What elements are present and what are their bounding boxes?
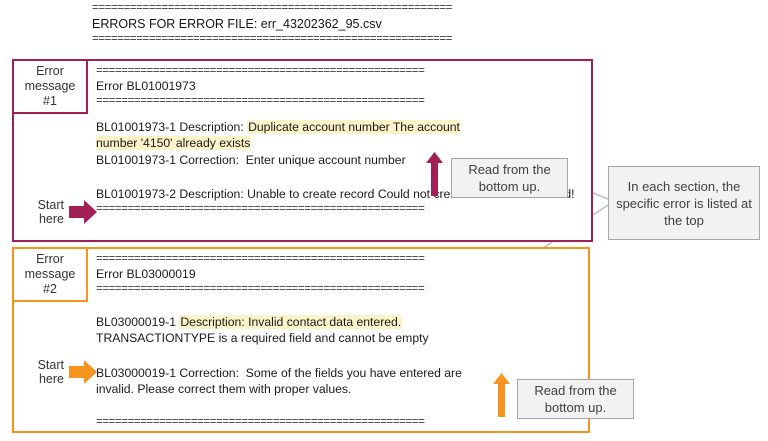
error-2-gap-3 bbox=[96, 398, 584, 409]
error-1-entry-2-prefix: BL01001973-2 Description: bbox=[96, 187, 244, 201]
error-message-box-2: ========================================… bbox=[12, 247, 590, 433]
error-2-rule-bottom: ========================================… bbox=[96, 415, 425, 428]
right-arrow-icon bbox=[69, 360, 97, 384]
error-1-label-line-1: Error bbox=[36, 64, 64, 78]
start-here-label-2: Start here bbox=[26, 358, 64, 386]
error-1-entry-1-text: Enter unique account number bbox=[245, 152, 406, 167]
error-2-entry-1: BL03000019-1 Correction: Some of the fie… bbox=[96, 365, 496, 398]
error-2-entry-0-continuation: TRANSACTIONTYPE is a required field and … bbox=[96, 331, 429, 345]
start-here-1-line-2: here bbox=[38, 212, 64, 226]
error-2-text-body: ========================================… bbox=[96, 253, 584, 429]
error-file-title: ERRORS FOR ERROR FILE: err_43202362_95.c… bbox=[92, 17, 382, 31]
error-1-entry-1: BL01001973-1 Correction: Enter unique ac… bbox=[96, 152, 587, 169]
error-2-gap-1 bbox=[96, 296, 584, 307]
right-arrow-icon bbox=[69, 200, 97, 224]
error-1-rule-bottom: ========================================… bbox=[96, 202, 425, 215]
error-2-entry-1-text: Some of the fields you have entered are … bbox=[96, 365, 462, 397]
error-message-box-1: ========================================… bbox=[12, 59, 593, 242]
up-arrow-icon bbox=[493, 373, 510, 417]
error-message-2-label: Error message #2 bbox=[12, 247, 88, 302]
error-2-label-line-2: message bbox=[24, 267, 76, 281]
start-here-group-1: Start here bbox=[26, 198, 97, 226]
header-rule-top: ========================================… bbox=[92, 2, 453, 14]
error-1-label-line-3: #1 bbox=[43, 94, 57, 108]
error-message-1-label: Error message #1 bbox=[12, 59, 88, 114]
start-here-2-line-2: here bbox=[38, 372, 64, 386]
error-2-entry-1-prefix: BL03000019-1 Correction: bbox=[96, 365, 239, 380]
error-2-label-line-1: Error bbox=[36, 252, 64, 266]
error-1-rule-top: ========================================… bbox=[96, 65, 425, 77]
read-bottom-up-callout-2: Read from the bottom up. bbox=[517, 379, 634, 419]
start-here-group-2: Start here bbox=[26, 358, 97, 386]
section-info-callout: In each section, the specific error is l… bbox=[608, 166, 760, 240]
error-2-entry-0-highlight: Description: Invalid contact data entere… bbox=[179, 314, 403, 329]
error-1-text-body: ========================================… bbox=[96, 65, 587, 216]
error-2-gap-3b bbox=[96, 409, 584, 416]
error-file-header: ========================================… bbox=[92, 2, 572, 46]
error-2-gap-2 bbox=[96, 347, 584, 358]
start-here-1-line-1: Start bbox=[37, 198, 64, 212]
error-2-label-line-3: #2 bbox=[43, 282, 57, 296]
up-arrow-icon bbox=[426, 152, 443, 196]
error-1-entry-0: BL01001973-1 Description: Duplicate acco… bbox=[96, 119, 496, 152]
read-bottom-up-callout-1: Read from the bottom up. bbox=[451, 158, 568, 198]
error-1-entry-0-prefix: BL01001973-1 Description: bbox=[96, 119, 244, 134]
error-1-entry-1-prefix: BL01001973-1 Correction: bbox=[96, 152, 239, 167]
error-2-rule-under-id: ========================================… bbox=[96, 282, 425, 295]
error-2-id-line: Error BL03000019 bbox=[96, 267, 196, 281]
error-1-label-line-2: message bbox=[24, 79, 76, 93]
error-2-entry-0-prefix: BL03000019-1 bbox=[96, 314, 176, 329]
error-2-rule-top: ========================================… bbox=[96, 253, 425, 265]
header-rule-bottom: ========================================… bbox=[92, 33, 453, 45]
start-here-label-1: Start here bbox=[26, 198, 64, 226]
start-here-2-line-1: Start bbox=[37, 358, 64, 372]
error-2-gap-2b bbox=[96, 358, 584, 365]
error-1-id-line: Error BL01001973 bbox=[96, 79, 196, 93]
error-1-gap-1 bbox=[96, 108, 587, 119]
error-1-rule-under-id: ========================================… bbox=[96, 94, 425, 107]
error-2-gap-1b bbox=[96, 307, 584, 314]
error-2-entry-0: BL03000019-1 Description: Invalid contac… bbox=[96, 314, 584, 331]
